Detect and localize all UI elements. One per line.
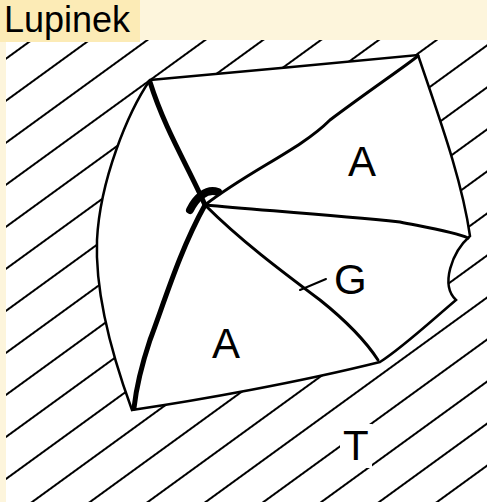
part-label: A bbox=[209, 322, 243, 366]
part-label: G bbox=[331, 258, 370, 302]
part-label: A bbox=[345, 140, 379, 184]
part-label: T bbox=[340, 424, 372, 468]
diagram-title: Lupinek bbox=[0, 0, 140, 42]
